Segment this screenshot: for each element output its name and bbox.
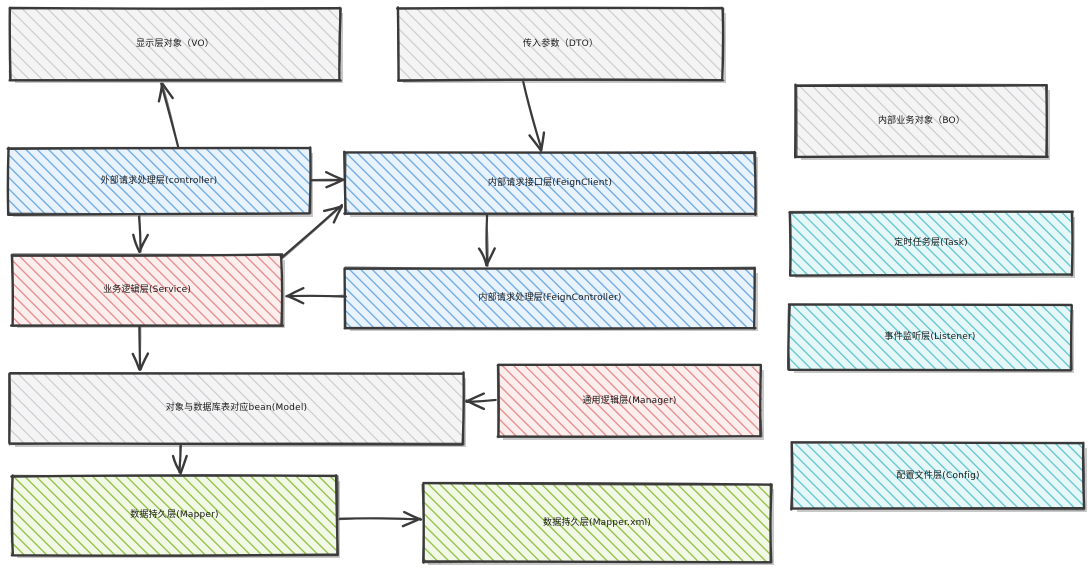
arrow-model-to-mapper — [171, 444, 188, 475]
node-shape-dto[interactable] — [395, 6, 726, 83]
edge-arrows — [131, 80, 546, 528]
node-dto[interactable] — [398, 8, 723, 80]
node-shape-config[interactable] — [790, 440, 1087, 512]
node-model[interactable] — [10, 373, 463, 444]
node-shape-feignclient[interactable] — [343, 150, 758, 217]
node-manager[interactable] — [498, 365, 761, 437]
node-shape-feigncontroller[interactable] — [343, 266, 758, 331]
node-shape-vo[interactable] — [8, 6, 343, 83]
node-shape-service[interactable] — [9, 253, 285, 328]
node-mapper[interactable] — [12, 476, 337, 555]
node-shape-manager[interactable] — [496, 363, 764, 440]
node-mapperxml[interactable] — [423, 484, 771, 562]
arrow-feigncontroller-to-service — [285, 286, 347, 305]
node-bo[interactable] — [796, 85, 1047, 157]
node-listener[interactable] — [789, 305, 1071, 370]
arrow-service-to-model — [131, 325, 150, 371]
node-shape-model[interactable] — [8, 371, 466, 447]
node-shape-listener[interactable] — [787, 303, 1074, 373]
node-shape-mapperxml[interactable] — [421, 481, 774, 565]
arrow-feignclient-to-feigncontroller — [477, 214, 496, 267]
node-service[interactable] — [12, 255, 282, 325]
node-feignclient[interactable] — [345, 152, 755, 214]
arrow-mapper-to-mapperxml — [338, 510, 423, 528]
arrow-manager-to-model — [465, 392, 497, 411]
node-controller[interactable] — [8, 148, 310, 214]
node-task[interactable] — [790, 212, 1072, 275]
arrow-controller-to-service — [132, 214, 150, 253]
node-config[interactable] — [792, 443, 1084, 509]
node-shape-mapper[interactable] — [10, 474, 340, 558]
arrow-dto-to-feignclient — [522, 80, 546, 152]
arrow-controller-to-vo — [157, 82, 180, 149]
arrow-controller-to-feignclient — [310, 170, 345, 189]
node-shape-task[interactable] — [788, 210, 1075, 278]
arrow-service-to-feignclient — [280, 203, 344, 260]
node-feigncontroller[interactable] — [345, 268, 755, 328]
node-shapes — [6, 6, 1087, 565]
node-shape-bo[interactable] — [793, 83, 1050, 160]
node-vo[interactable] — [10, 8, 340, 80]
